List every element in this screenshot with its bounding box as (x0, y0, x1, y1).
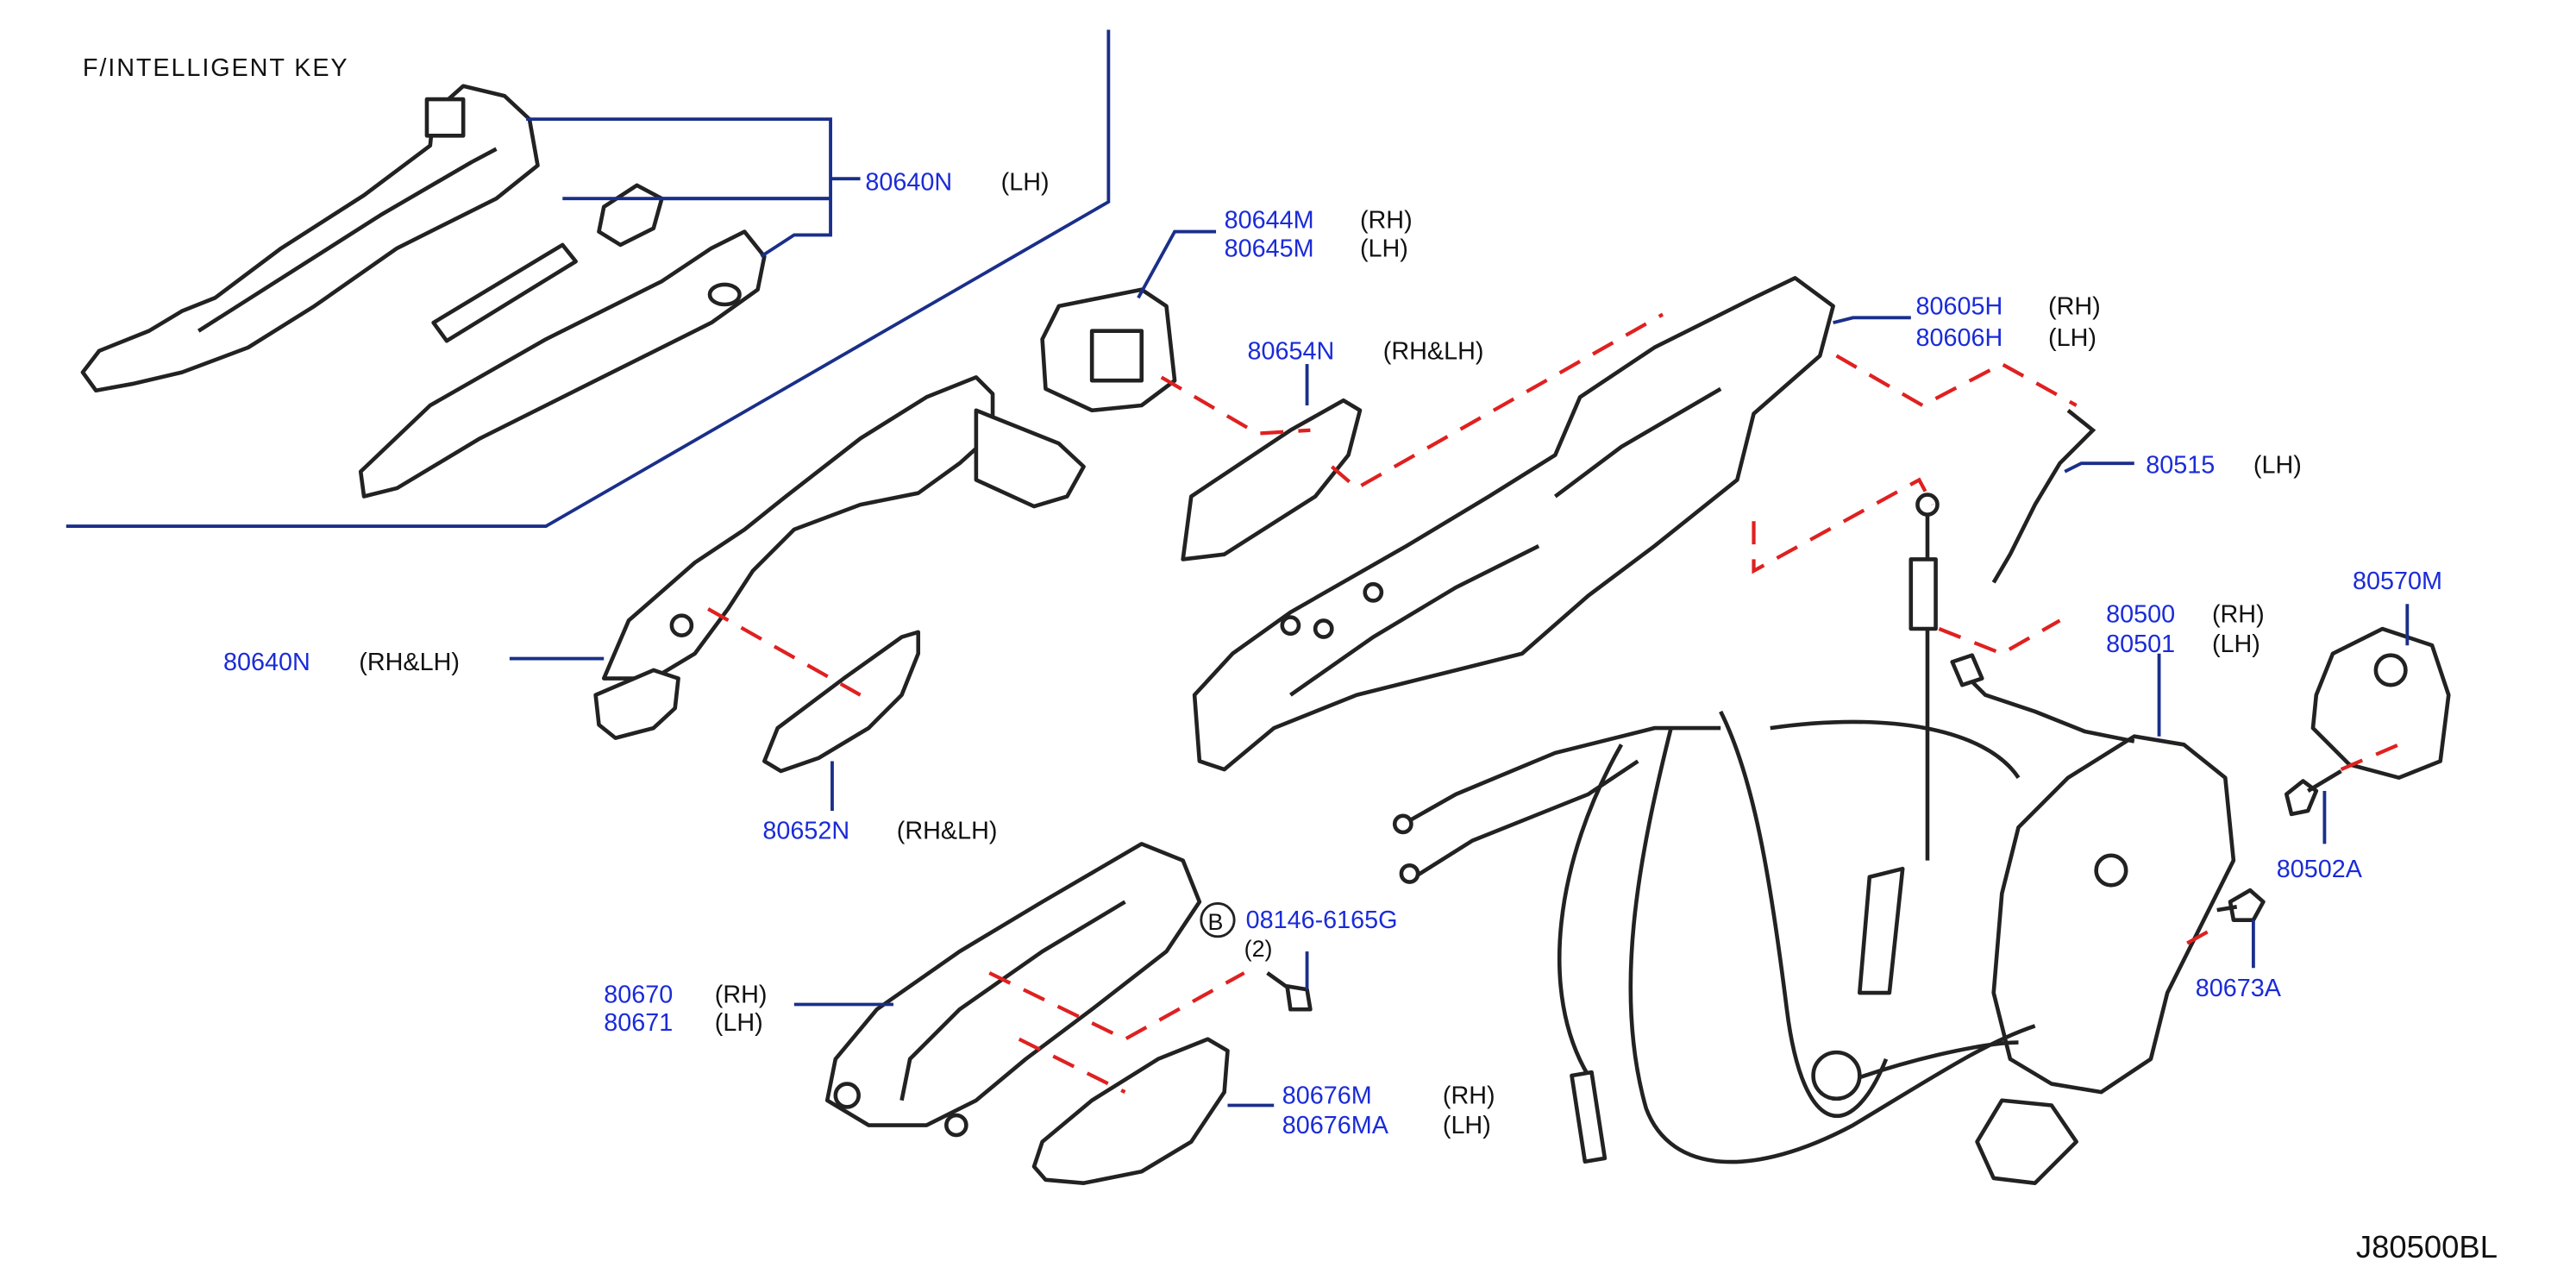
callout-part[interactable]: 80676MA (1282, 1112, 1389, 1139)
handle-gasket (1181, 398, 1363, 562)
handle-escutcheon (762, 630, 921, 774)
lock-screw (2216, 888, 2266, 922)
callout-part[interactable]: 80644M (1225, 207, 1314, 235)
callout-note: (LH) (2253, 452, 2302, 480)
callout-part[interactable]: 80605H (1916, 293, 2003, 321)
callout-part[interactable]: 80645M (1225, 235, 1314, 262)
leader-lines (509, 117, 2410, 1107)
lock-cables (1392, 493, 2036, 1164)
callout-note: (RH) (715, 982, 768, 1009)
outside-handle-bracket (1192, 275, 1835, 772)
alignment-lines (707, 312, 2400, 1095)
callout-part[interactable]: 80671 (604, 1009, 673, 1037)
outside-handle-grip (593, 375, 1086, 740)
callout-note: (LH) (2212, 631, 2260, 658)
callout-part[interactable]: 80673A (2196, 975, 2282, 1002)
callout-note: (RH&LH) (359, 649, 460, 676)
rod-clip (1950, 653, 1984, 687)
callout-note: (RH) (2048, 293, 2101, 321)
callout-note: (LH) (2048, 324, 2097, 352)
door-handle-cover (1040, 287, 1177, 413)
inside-handle-housing (824, 842, 1202, 1138)
callout-note: (RH&LH) (897, 818, 998, 845)
callout-part[interactable]: 80606H (1916, 324, 2003, 352)
striker-screw (2284, 769, 2342, 817)
callout-part[interactable]: 80652N (762, 818, 849, 845)
key-sensor-strip (431, 183, 664, 343)
callout-note: (LH) (1443, 1112, 1491, 1139)
callout-note: (RH) (1443, 1082, 1495, 1110)
callout-note: (LH) (715, 1009, 763, 1037)
callout-part[interactable]: 80515 (2146, 452, 2215, 480)
handle-bolt (1266, 971, 1313, 1012)
callout-note: (RH) (1360, 207, 1413, 235)
handle-grip-hole-ik (707, 282, 742, 307)
bolt-marker-circle (1200, 902, 1236, 938)
callout-part[interactable]: 80676M (1282, 1082, 1372, 1110)
callout-note: (LH) (1001, 169, 1050, 197)
bolt-marker: B (1207, 909, 1223, 935)
callout-note: (RH&LH) (1383, 337, 1484, 365)
callout-note: (RH) (2212, 600, 2265, 628)
callout-note: (2) (1244, 936, 1273, 962)
header-title: F/INTELLIGENT KEY (83, 54, 349, 82)
door-striker (2310, 626, 2451, 780)
door-lock-actuator (1959, 668, 2236, 1185)
callout-part[interactable]: 80501 (2106, 631, 2175, 658)
diagram-code: J80500BL (2356, 1229, 2498, 1264)
callout-part[interactable]: 80570M (2353, 568, 2442, 595)
callout-part[interactable]: 80670 (604, 982, 673, 1009)
callout-part[interactable]: 80502A (2277, 856, 2363, 883)
callout-note: (LH) (1360, 235, 1408, 262)
callout-part[interactable]: 80640N (223, 649, 310, 676)
inside-handle-bezel (1031, 1037, 1230, 1185)
callout-part[interactable]: 80640N (865, 169, 952, 197)
callout-part[interactable]: 80500 (2106, 600, 2175, 628)
callout-part[interactable]: 80654N (1247, 337, 1334, 365)
outside-handle-bracket-ik (80, 84, 540, 393)
section-divider (66, 29, 1111, 528)
outside-handle-grip-ik (358, 229, 767, 499)
lock-rod (1991, 408, 2097, 584)
callout-part[interactable]: 08146-6165G (1246, 907, 1398, 934)
